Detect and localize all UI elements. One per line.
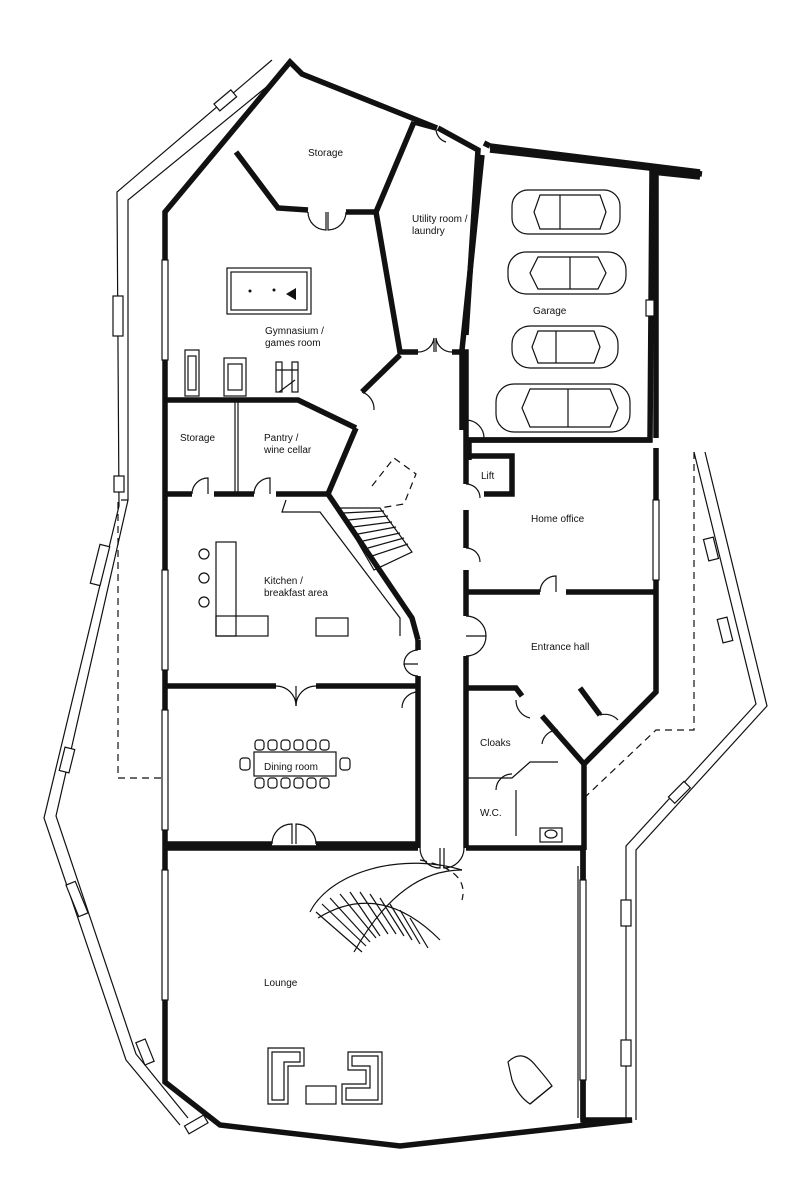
spiral-stair-icon: [309, 859, 464, 953]
label-entrance-hall: Entrance hall: [531, 642, 589, 653]
label-utility-1: Utility room /: [412, 214, 468, 225]
wall-windows: [161, 259, 660, 1081]
room-labels: Storage Utility room / laundry Garage Gy…: [180, 148, 589, 989]
label-gym-2: games room: [265, 338, 321, 349]
bar-stool-icon: [198, 548, 210, 560]
piano-icon: [507, 1055, 553, 1105]
label-kitchen-2: breakfast area: [264, 588, 328, 599]
terrace-windows: [58, 89, 734, 1135]
doors: [191, 127, 619, 869]
interior-walls: [165, 119, 656, 1120]
label-lift: Lift: [481, 471, 495, 482]
pool-table-icon: [226, 267, 312, 315]
gym-equipment-icon: [184, 349, 299, 397]
garage-walls: [459, 147, 703, 443]
label-storage-mid: Storage: [180, 433, 215, 444]
car-icon: [495, 189, 631, 433]
label-garage: Garage: [533, 306, 567, 317]
label-kitchen-1: Kitchen /: [264, 576, 303, 587]
label-lounge: Lounge: [264, 978, 298, 989]
bar-stool-icon: [198, 572, 210, 584]
label-pantry-1: Pantry /: [264, 433, 299, 444]
label-gym-1: Gymnasium /: [265, 326, 324, 337]
label-cloaks: Cloaks: [480, 738, 511, 749]
label-dining-room: Dining room: [264, 762, 318, 773]
label-wc: W.C.: [480, 808, 502, 819]
label-pantry-2: wine cellar: [263, 445, 312, 456]
toilet-icon: [539, 827, 563, 843]
label-utility-2: laundry: [412, 226, 445, 237]
bar-stool-icon: [198, 596, 210, 608]
straight-stair-icon: [336, 457, 417, 571]
label-home-office: Home office: [531, 514, 585, 525]
kitchen-units: [198, 541, 349, 637]
label-storage-top: Storage: [308, 148, 343, 159]
dining-table-icon: [239, 739, 351, 789]
sofa-icon: [267, 1047, 383, 1105]
